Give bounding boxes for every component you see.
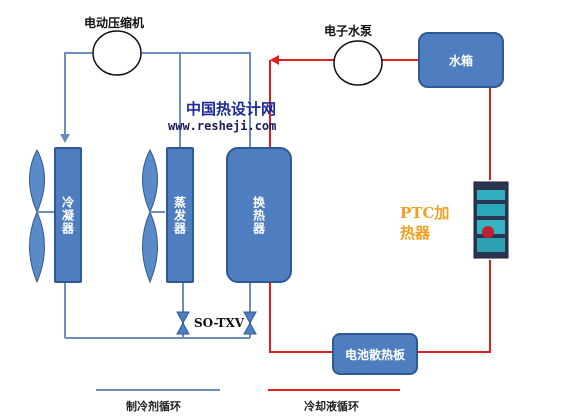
ptc-heater-icon (473, 181, 509, 259)
battery-plate-box: 电池散热板 (332, 333, 418, 375)
valve-right (243, 311, 257, 335)
coolant-line-ptc-battery (417, 260, 491, 353)
tank-box: 水箱 (418, 32, 504, 88)
compressor-label: 电动压缩机 (84, 16, 145, 30)
pump-label: 电子水泵 (324, 24, 373, 38)
refrigerant-arrow-down (60, 134, 70, 143)
pump-circle (333, 40, 383, 86)
evaporator-box: 蒸发器 (166, 147, 194, 283)
refrigerant-lines (60, 52, 251, 339)
heat-exchanger-box: 换热器 (226, 147, 292, 283)
refrigerant-line-top-left (64, 52, 93, 140)
condenser-box: 冷凝器 (54, 147, 82, 283)
txv-label: SO-TXV (194, 316, 245, 330)
legend-coolant-label: 冷却液循环 (304, 400, 359, 413)
valve-left (176, 311, 190, 335)
legend-refrigerant-label: 制冷剂循环 (126, 400, 181, 413)
fan-right-icon (142, 148, 165, 284)
ptc-heater-label: PTC加热器 (400, 204, 450, 242)
heat-exchanger-label: 换热器 (251, 195, 266, 235)
fan-left-icon (29, 148, 54, 284)
tank-label: 水箱 (448, 53, 473, 68)
compressor-circle (92, 30, 142, 76)
watermark-url: www.resheji.com (168, 119, 277, 133)
watermark-cn: 中国热设计网 (186, 100, 277, 118)
battery-plate-label: 电池散热板 (344, 347, 405, 362)
condenser-label: 冷凝器 (60, 195, 75, 235)
refrigerant-line-top-right (140, 52, 251, 148)
evaporator-label: 蒸发器 (172, 195, 187, 235)
coolant-arrow-left (270, 55, 279, 65)
